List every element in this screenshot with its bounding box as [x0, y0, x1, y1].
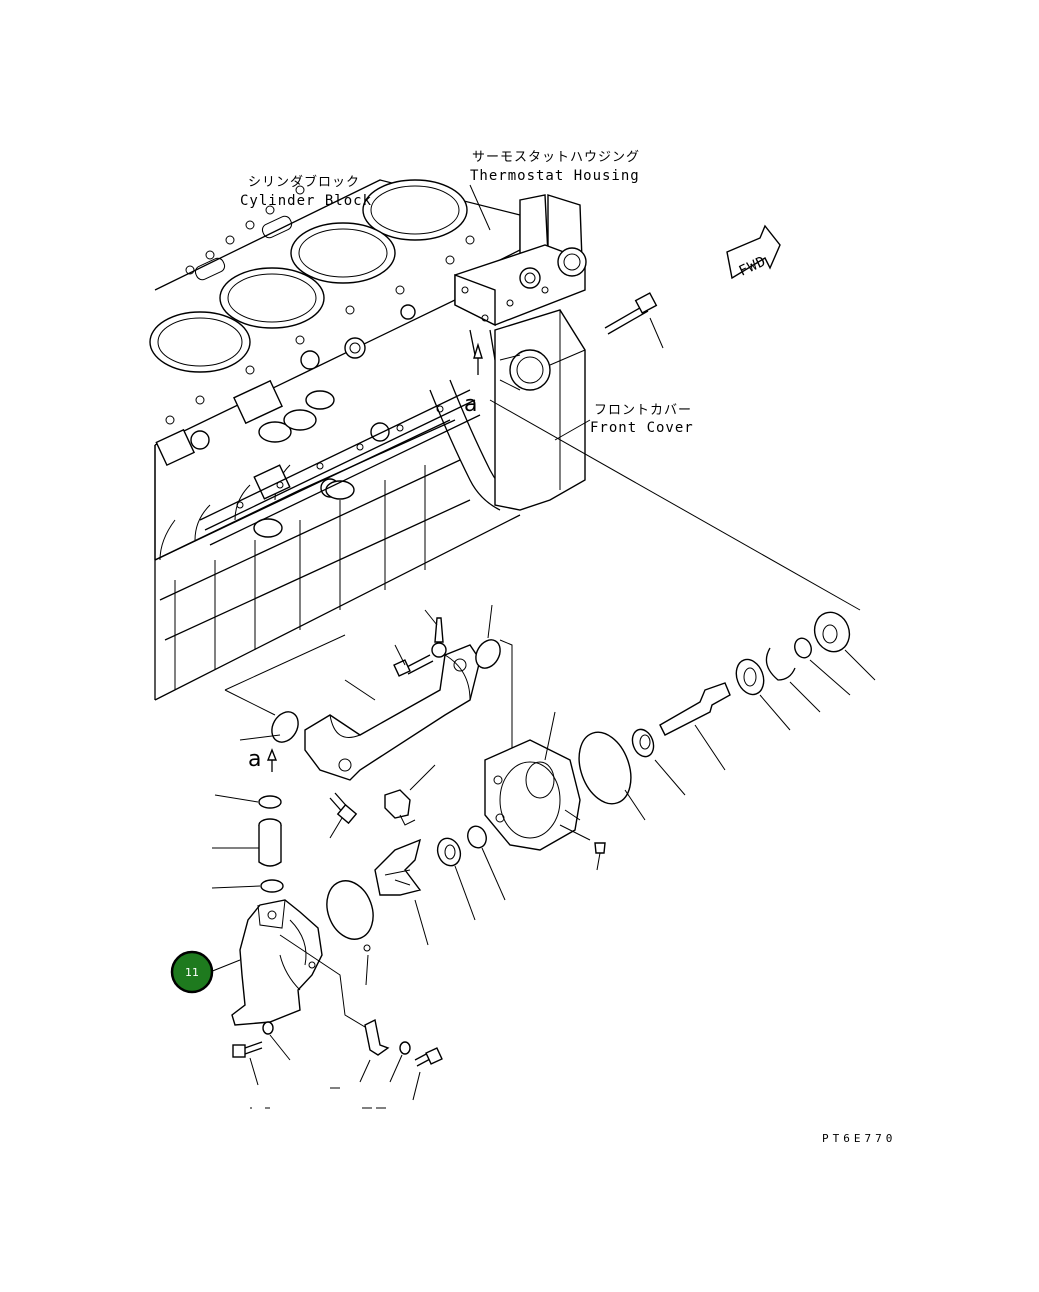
shaft [659, 682, 731, 771]
drawing-code: PT6E770 [822, 1132, 896, 1145]
ref-a-top: a [464, 342, 483, 417]
bearing [631, 728, 686, 796]
bolt [412, 1047, 443, 1101]
bracket [359, 1018, 390, 1083]
svg-text:a: a [248, 747, 261, 772]
cylinder-bore [219, 267, 325, 329]
cylinder-bore [290, 222, 396, 284]
water-inlet-elbow [231, 899, 371, 1031]
o-ring [271, 711, 299, 743]
thermostat-housing-label: Thermostat Housing [470, 168, 640, 184]
impeller [374, 838, 429, 946]
snap-ring [765, 647, 796, 681]
bolt [594, 842, 606, 871]
o-ring [260, 879, 284, 893]
washer [794, 637, 812, 659]
cylinder-bore [149, 311, 251, 373]
svg-text:a: a [464, 392, 477, 417]
drive-gear [813, 611, 876, 681]
seal-ring [436, 837, 476, 921]
thermostat-housing-jp-label: サーモスタットハウジング [472, 150, 640, 165]
water-pump-body [484, 711, 591, 851]
o-ring [258, 795, 282, 809]
o-ring [578, 731, 632, 805]
bolt [424, 609, 447, 658]
nut [467, 825, 506, 901]
front-cover-label: Front Cover [590, 420, 694, 436]
connector-pipe [212, 818, 282, 867]
washer [399, 1041, 411, 1055]
thermostat-housing [454, 194, 587, 361]
seal [735, 658, 791, 731]
front-cover [494, 309, 586, 511]
callout-11[interactable]: 11 [170, 950, 241, 994]
o-ring [326, 880, 374, 940]
ref-a-bottom: a [248, 747, 278, 772]
bolt [329, 792, 358, 839]
svg-text:11: 11 [185, 966, 199, 979]
o-ring [475, 639, 501, 669]
cylinder-bore [362, 179, 468, 241]
fwd-arrow-icon: FWD [726, 224, 781, 280]
bolt [232, 1041, 263, 1086]
cylinder-block-label: Cylinder Block [240, 193, 372, 209]
water-pipe [304, 644, 481, 781]
elbow-fitting [384, 764, 436, 826]
cylinder-block-jp-label: シリンダブロック [248, 174, 360, 190]
bolt [604, 292, 664, 349]
bolt [393, 644, 434, 677]
front-cover-jp-label: フロントカバー [594, 403, 692, 418]
cylinder-block [149, 179, 521, 701]
washer [262, 1021, 274, 1035]
